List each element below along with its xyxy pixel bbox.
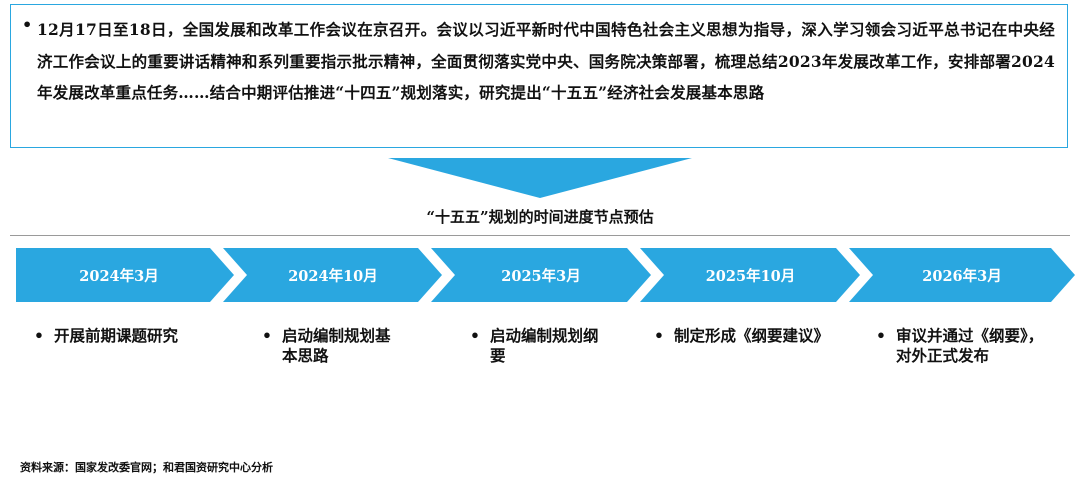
milestone-task-text: 启动编制规划纲要: [490, 326, 599, 365]
chevron-1: [16, 248, 234, 302]
milestone-task-text: 制定形成《纲要建议》: [674, 326, 830, 345]
milestone-task-3: • 启动编制规划纲要: [466, 326, 606, 366]
summary-box: • 12月17日至18日，全国发展和改革工作会议在京召开。会议以习近平新时代中国…: [10, 4, 1068, 148]
task-bullet: •: [262, 326, 272, 345]
milestone-date-2: 2024年10月: [288, 267, 378, 285]
milestone-task-5: • 审议并通过《纲要》，对外正式发布: [872, 326, 1052, 366]
task-bullet: •: [470, 326, 480, 345]
source-note: 资料来源：国家发改委官网；和君国资研究中心分析: [20, 461, 273, 474]
milestone-task-text: 审议并通过《纲要》，对外正式发布: [896, 326, 1044, 365]
summary-text: 12月17日至18日，全国发展和改革工作会议在京召开。会议以习近平新时代中国特色…: [37, 20, 1055, 102]
task-bullet: •: [654, 326, 664, 345]
chevron-3: [431, 248, 651, 302]
milestone-task-text: 开展前期课题研究: [54, 326, 179, 345]
chevron-5: [849, 248, 1075, 302]
divider: [10, 235, 1070, 236]
milestone-task-2: • 启动编制规划基本思路: [258, 326, 398, 366]
milestone-task-text: 启动编制规划基本思路: [282, 326, 391, 365]
milestone-task-4: • 制定形成《纲要建议》: [650, 326, 830, 346]
milestone-date-1: 2024年3月: [79, 267, 159, 285]
milestone-date-3: 2025年3月: [501, 267, 581, 285]
milestone-date-5: 2026年3月: [922, 267, 1002, 285]
summary-bullet: •: [22, 15, 33, 34]
task-bullet: •: [876, 326, 886, 345]
chevron-2: [223, 248, 442, 302]
milestone-task-1: • 开展前期课题研究: [30, 326, 230, 346]
timeline-title: “十五五”规划的时间进度节点预估: [426, 208, 654, 226]
timeline-chevrons: [16, 248, 1075, 302]
down-arrow-icon: [388, 158, 692, 198]
chevron-4: [640, 248, 860, 302]
milestone-date-4: 2025年10月: [705, 267, 796, 285]
task-bullet: •: [34, 326, 44, 345]
